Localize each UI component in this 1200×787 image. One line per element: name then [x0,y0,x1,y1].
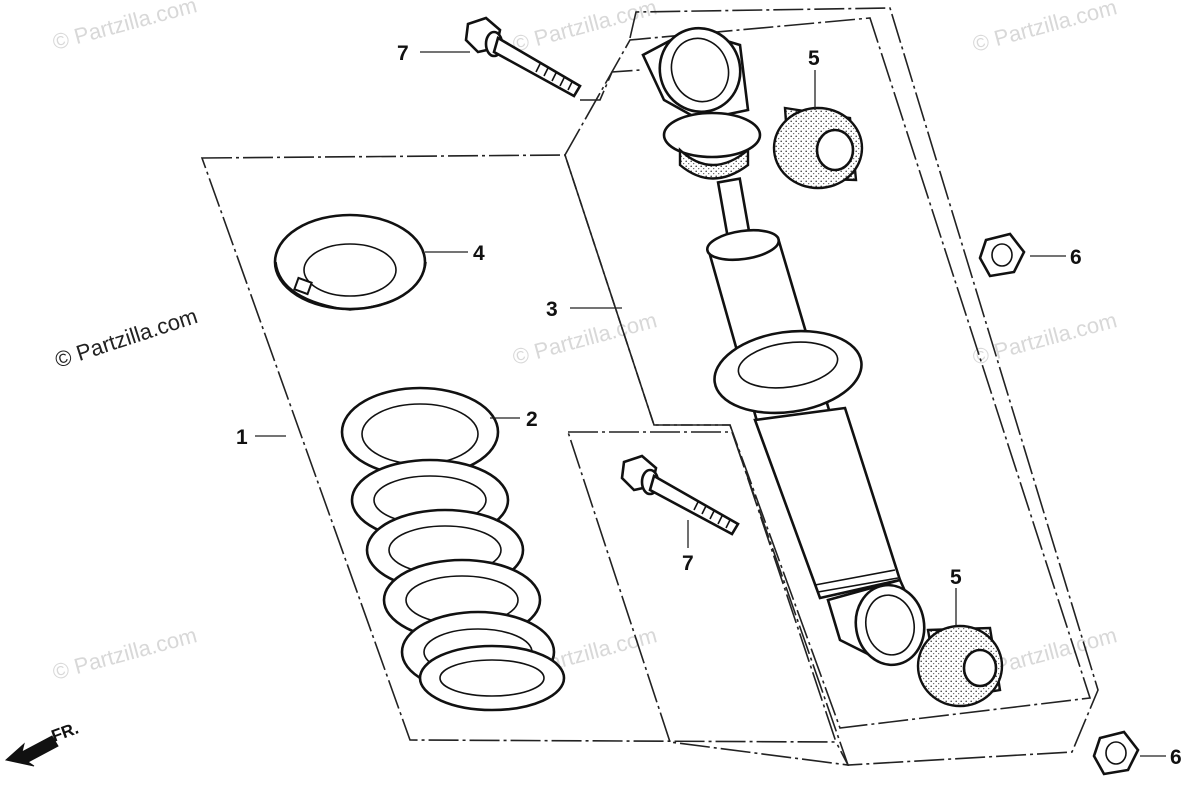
callout-6-upper-nut[interactable]: 6 [1070,246,1082,269]
front-arrow-icon [4,735,59,767]
callout-1-spring-assembly[interactable]: 1 [236,426,248,449]
watermark-text: © Partzilla.com [970,307,1120,370]
callout-5-upper-bushing[interactable]: 5 [808,47,820,70]
upper-nut [978,232,1026,278]
callout-7-lower-bolt[interactable]: 7 [682,552,694,575]
callout-2-spring[interactable]: 2 [526,408,538,431]
callouts: 7 5 4 6 3 1 2 7 5 6 [236,42,1182,769]
outer-assembly-outline [629,7,1099,766]
callout-3-shock-absorber[interactable]: 3 [546,298,558,321]
assembly-outlines [200,7,1099,766]
watermark-text: © Partzilla.com [50,0,200,55]
coil-spring [340,386,566,712]
watermark-text: © Partzilla.com [50,622,200,685]
spring-seat [273,213,427,311]
watermark-text: © Partzilla.com [510,307,660,370]
callout-4-spring-seat[interactable]: 4 [473,242,485,265]
lower-bolt [620,454,740,536]
front-label: FR. [49,719,81,746]
upper-bolt [464,16,582,98]
callout-7-upper-bolt[interactable]: 7 [397,42,409,65]
watermark-text: © Partzilla.com [970,0,1120,57]
upper-bushing [772,106,864,190]
upper-bolt-guide [580,69,641,101]
lower-bushing [916,624,1004,708]
front-direction-indicator: FR. [4,719,81,767]
watermark-text-dark: © Partzilla.com [52,303,201,373]
callout-6-lower-nut[interactable]: 6 [1170,746,1182,769]
callout-5-lower-bushing[interactable]: 5 [950,566,962,589]
shock-absorber-outline [564,17,1092,729]
watermark-text: © Partzilla.com [510,0,660,57]
leader-lines [255,51,1166,757]
lower-nut [1092,730,1140,776]
shock-absorber [641,26,926,667]
